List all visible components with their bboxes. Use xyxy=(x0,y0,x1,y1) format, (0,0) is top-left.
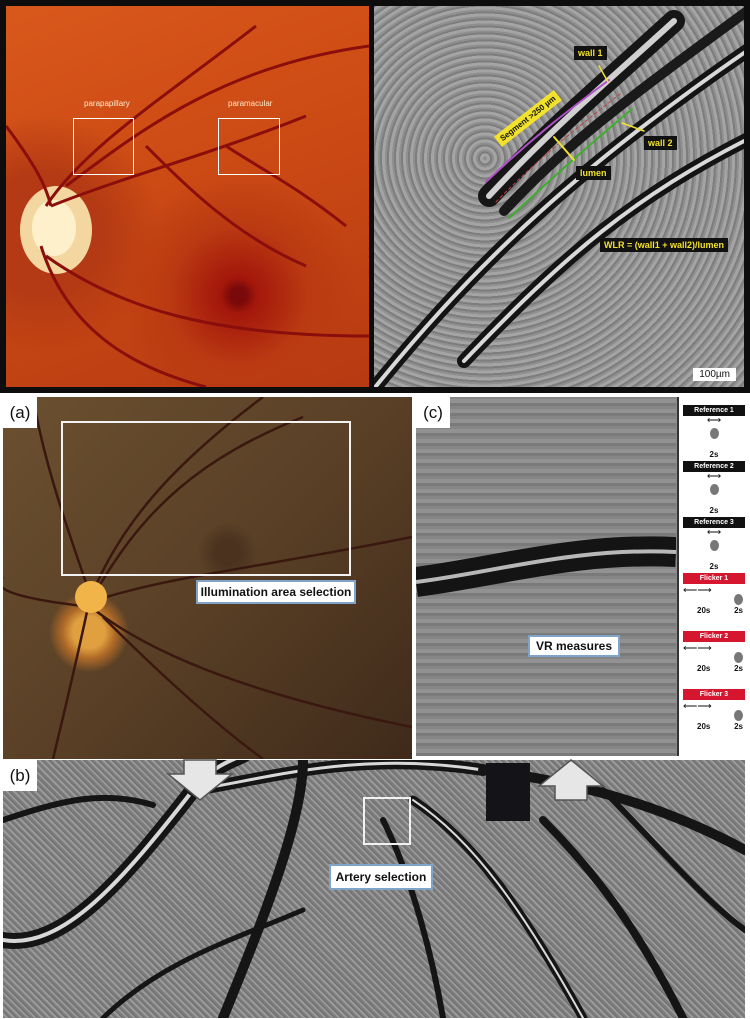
flicker-1-tag: Flicker 1 xyxy=(683,573,745,584)
panel-a-vessels xyxy=(3,397,412,759)
reference-2-tag: Reference 2 xyxy=(683,461,745,472)
wall1-label: wall 1 xyxy=(574,46,607,60)
vessel-closeup-image: wall 1 wall 2 lumen Segment >250 µm WLR … xyxy=(374,6,744,387)
double-arrow-icon: ⟷ xyxy=(706,527,722,538)
scale-bar-label: 100µm xyxy=(693,368,736,381)
flicker-3-time-a: 20s xyxy=(697,722,711,731)
double-arrow-icon: ⟷ xyxy=(706,415,722,426)
paramacular-roi-box xyxy=(218,118,280,175)
reference-2-time: 2s xyxy=(709,506,719,515)
wlr-formula-label: WLR = (wall1 + wall2)/lumen xyxy=(600,238,729,252)
flicker-1-time-a: 20s xyxy=(697,606,711,615)
flicker-3-tag: Flicker 3 xyxy=(683,689,745,700)
optic-cup xyxy=(32,200,76,256)
flicker-2-tag: Flicker 2 xyxy=(683,631,745,642)
paramacular-label: paramacular xyxy=(228,99,273,108)
flicker-3-item: Flicker 3 ⟵⟶ 20s 2s xyxy=(683,689,745,731)
long-arrow-icon: ⟵⟶ xyxy=(683,701,712,712)
reference-1-item: Reference 1 ⟷ 2s xyxy=(683,405,745,462)
flicker-2-time-a: 20s xyxy=(697,664,711,673)
dot-icon xyxy=(734,652,743,663)
flicker-2-time-b: 2s xyxy=(734,664,743,673)
flicker-1-time-b: 2s xyxy=(734,606,743,615)
reference-3-tag: Reference 3 xyxy=(683,517,745,528)
panel-c-letter: (c) xyxy=(416,397,450,428)
parapapillary-roi-box xyxy=(73,118,134,175)
double-arrow-icon: ⟷ xyxy=(706,471,722,482)
dot-icon xyxy=(709,484,719,495)
panel-a-letter: (a) xyxy=(3,397,37,428)
color-fundus-image: parapapillary paramacular xyxy=(6,6,369,387)
stimulation-protocol: Reference 1 ⟷ 2s Reference 2 ⟷ 2s Refere… xyxy=(677,397,748,756)
flicker-2-item: Flicker 2 ⟵⟶ 20s 2s xyxy=(683,631,745,673)
dot-icon xyxy=(734,594,743,605)
artery-selection-label: Artery selection xyxy=(329,864,433,890)
long-arrow-icon: ⟵⟶ xyxy=(683,585,712,596)
dot-icon xyxy=(734,710,743,721)
panel-b-angiogram-image: (b) Artery selection xyxy=(3,760,745,1018)
optic-disc-a xyxy=(75,581,107,613)
reference-1-time: 2s xyxy=(709,450,719,459)
black-marker-rect xyxy=(486,763,530,821)
retinal-vessels xyxy=(6,24,369,387)
reference-3-time: 2s xyxy=(709,562,719,571)
lumen-label: lumen xyxy=(576,166,611,180)
flicker-1-item: Flicker 1 ⟵⟶ 20s 2s xyxy=(683,573,745,615)
closeup-vessels xyxy=(374,7,744,387)
wall2-label: wall 2 xyxy=(644,136,677,150)
artery-selection-box xyxy=(363,797,411,845)
illumination-area-box xyxy=(61,421,351,576)
reference-3-item: Reference 3 ⟷ 2s xyxy=(683,517,745,574)
reference-2-item: Reference 2 ⟷ 2s xyxy=(683,461,745,518)
dot-icon xyxy=(709,540,719,551)
vr-measures-label: VR measures xyxy=(528,635,620,657)
dot-icon xyxy=(709,428,719,439)
long-arrow-icon: ⟵⟶ xyxy=(683,643,712,654)
panel-c-vessel-response: (c) VR measures Reference 1 ⟷ 2s Referen… xyxy=(416,397,748,756)
fundus-vessels xyxy=(6,24,369,387)
vr-vessel-image xyxy=(416,397,676,756)
parapapillary-label: parapapillary xyxy=(84,99,130,108)
panel-b-letter: (b) xyxy=(3,760,37,791)
flicker-3-time-b: 2s xyxy=(734,722,743,731)
panel-a-fundus-image: (a) Illumination area selection xyxy=(3,397,412,759)
reference-1-tag: Reference 1 xyxy=(683,405,745,416)
illumination-area-label: Illumination area selection xyxy=(196,580,356,604)
